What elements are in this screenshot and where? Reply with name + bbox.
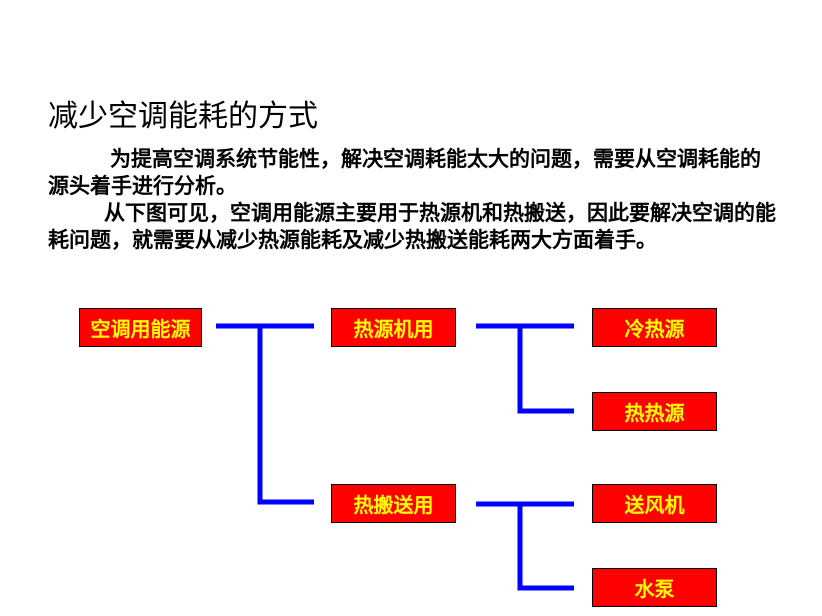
node-blower-fan: 送风机 <box>592 484 717 523</box>
node-ac-energy: 空调用能源 <box>79 308 202 347</box>
intro-paragraph: 为提高空调系统节能性，解决空调耗能太大的问题，需要从空调耗能的源头着手进行分析。 <box>48 147 761 198</box>
explanation-paragraph: 从下图可见，空调用能源主要用于热源机和热搬送，因此要解决空调的能耗问题，就需要从… <box>48 201 776 252</box>
connector-heat-transport-to-pump <box>517 504 574 591</box>
node-heat-transport: 热搬送用 <box>331 484 456 523</box>
node-hot-heat-source: 热热源 <box>592 392 717 431</box>
page-title: 减少空调能耗的方式 <box>48 99 318 134</box>
connector-root-to-heat-transport <box>257 326 314 505</box>
node-cool-heat-source: 冷热源 <box>592 308 717 347</box>
connector-heat-source-to-hot-heat-source <box>517 326 574 414</box>
node-water-pump: 水泵 <box>592 568 717 607</box>
node-heat-source-machine: 热源机用 <box>331 308 456 347</box>
